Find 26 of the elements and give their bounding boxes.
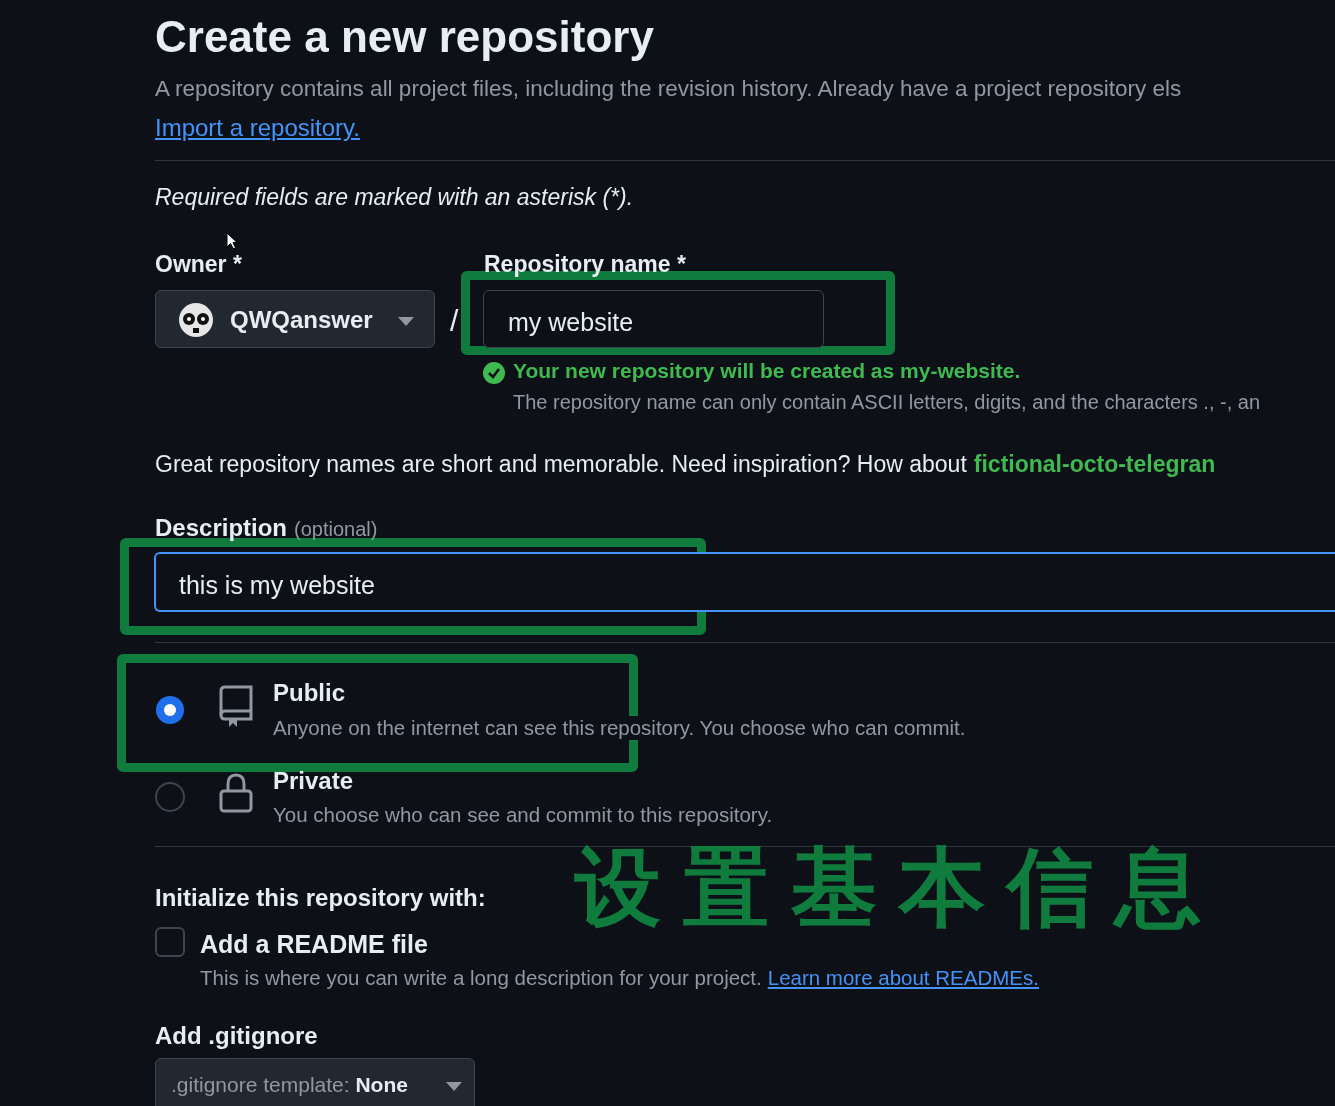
annotation-text: 设置基本信息 bbox=[575, 836, 1223, 939]
readme-link: Learn more about READMEs. bbox=[767, 966, 1039, 990]
hint-text: The repository name can only contain ASCII letters, digits, and the characters ., -, an bbox=[513, 391, 1261, 414]
checkbox-label: Add a README file bbox=[200, 930, 428, 959]
option-description: You choose who can see and commit to this repository. bbox=[273, 803, 773, 827]
owner-select: QWQanswer bbox=[155, 290, 435, 348]
required-note: Required fields are marked with an asterisk (*). bbox=[155, 184, 634, 211]
inspiration-text: Great repository names are short and memorable. Need inspiration? How about bbox=[155, 451, 967, 478]
field-label: Repository name * bbox=[484, 251, 686, 278]
separator-slash: / bbox=[450, 304, 459, 338]
import-link: Import a repository. bbox=[155, 114, 360, 142]
optional-hint: (optional) bbox=[294, 518, 378, 541]
field-label: Owner * bbox=[155, 251, 242, 278]
option-title: Private bbox=[273, 767, 354, 795]
suggested-name: fictional-octo-telegran bbox=[973, 451, 1216, 478]
text-input: my website bbox=[483, 290, 824, 348]
intro-text: A repository contains all project files, including the revision history. Already have a project repository els bbox=[155, 76, 1182, 102]
option-title: Public bbox=[273, 679, 345, 707]
template-select: .gitignore template: None bbox=[155, 1058, 475, 1106]
section-heading: Initialize this repository with: bbox=[155, 884, 486, 912]
text-input: this is my website bbox=[154, 552, 1335, 612]
page-title: Create a new repository bbox=[155, 12, 654, 62]
success-message: Your new repository will be created as my-website. bbox=[513, 359, 1021, 383]
section-heading: Add .gitignore bbox=[155, 1022, 318, 1050]
help-text: This is where you can write a long description for your project. bbox=[200, 966, 762, 990]
field-label: Description bbox=[155, 514, 288, 542]
